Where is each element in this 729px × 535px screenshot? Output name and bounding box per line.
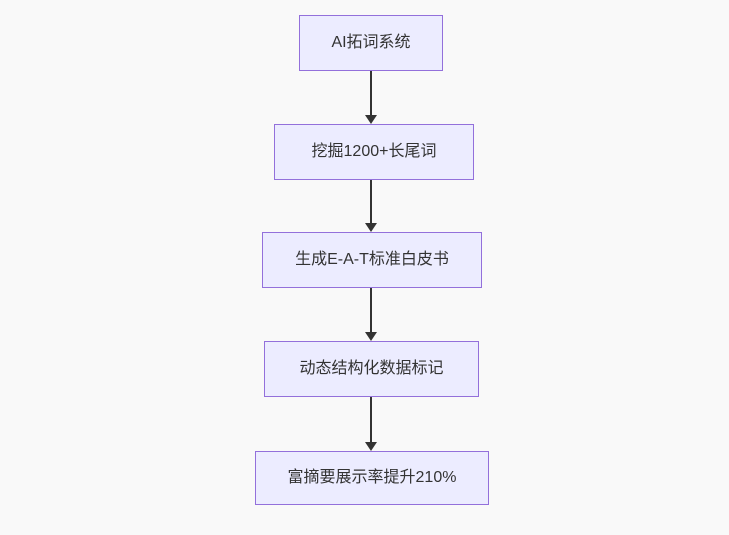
flowchart-node-rich-snippet-rate: 富摘要展示率提升210% bbox=[255, 451, 489, 505]
arrowhead-down-icon bbox=[365, 332, 377, 341]
node-label: AI拓词系统 bbox=[331, 34, 411, 52]
arrow-line bbox=[370, 180, 372, 224]
arrowhead-down-icon bbox=[365, 442, 377, 451]
flowchart-arrow-4 bbox=[365, 397, 377, 451]
node-label: 挖掘1200+长尾词 bbox=[311, 143, 437, 161]
arrow-line bbox=[370, 288, 372, 333]
arrow-line bbox=[370, 71, 372, 116]
flowchart-node-ai-expansion-system: AI拓词系统 bbox=[299, 15, 443, 71]
arrowhead-down-icon bbox=[365, 115, 377, 124]
flowchart-arrow-2 bbox=[365, 180, 377, 232]
arrow-line bbox=[370, 397, 372, 443]
node-label: 富摘要展示率提升210% bbox=[287, 469, 457, 487]
flowchart-node-structured-data-markup: 动态结构化数据标记 bbox=[264, 341, 479, 397]
flowchart-node-eat-whitepaper: 生成E-A-T标准白皮书 bbox=[262, 232, 482, 288]
flowchart-arrow-1 bbox=[365, 71, 377, 124]
node-label: 生成E-A-T标准白皮书 bbox=[295, 251, 449, 269]
arrowhead-down-icon bbox=[365, 223, 377, 232]
node-label: 动态结构化数据标记 bbox=[299, 360, 444, 378]
flowchart-node-longtail-mining: 挖掘1200+长尾词 bbox=[274, 124, 474, 180]
flowchart-arrow-3 bbox=[365, 288, 377, 341]
